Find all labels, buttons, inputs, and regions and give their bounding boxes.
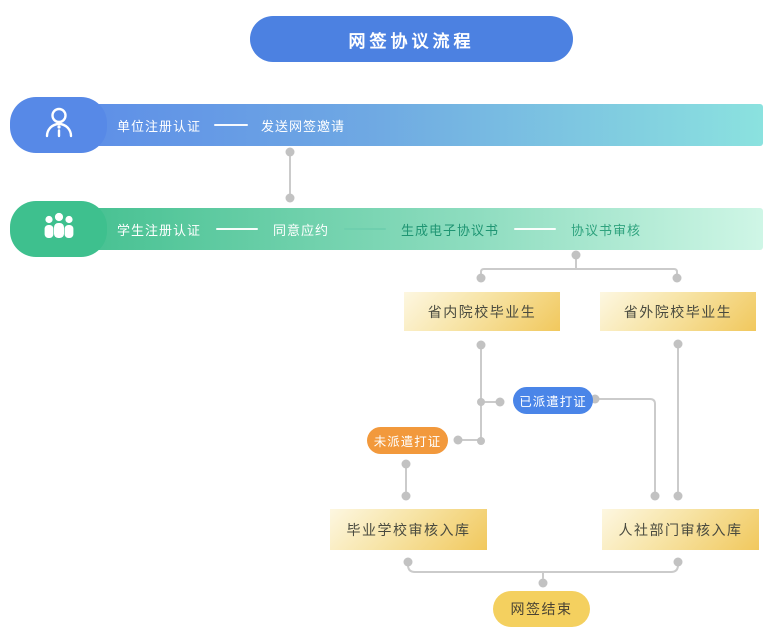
flow-title: 网签协议流程 xyxy=(348,31,475,51)
step-generate-agreement: 生成电子协议书 xyxy=(401,222,500,238)
pill-label: 已派遣打证 xyxy=(519,395,587,409)
node-label: 毕业学校审核入库 xyxy=(346,521,471,538)
step-agreement-review: 协议书审核 xyxy=(571,222,642,238)
step-connector-dash xyxy=(514,228,557,230)
pill-not-dispatched-cert: 未派遣打证 xyxy=(367,427,448,454)
step-accept-offer: 同意应约 xyxy=(273,222,330,238)
step-connector-dash xyxy=(344,228,387,230)
person-icon xyxy=(39,103,79,148)
step-student-register: 学生注册认证 xyxy=(117,222,202,238)
step-unit-register: 单位注册认证 xyxy=(117,118,202,134)
flow-title-pill: 网签协议流程 xyxy=(250,16,573,62)
node-out-province-graduates: 省外院校毕业生 xyxy=(600,292,756,331)
node-label: 网签结束 xyxy=(510,601,573,617)
node-school-review-archive: 毕业学校审核入库 xyxy=(330,509,487,550)
node-label: 省内院校毕业生 xyxy=(427,303,537,320)
pill-dispatched-cert: 已派遣打证 xyxy=(513,387,593,414)
step-send-invite: 发送网签邀请 xyxy=(261,118,346,134)
lane-student-bar: 学生注册认证 同意应约 生成电子协议书 协议书审核 xyxy=(55,208,763,250)
node-label: 人社部门审核入库 xyxy=(618,521,743,538)
node-end: 网签结束 xyxy=(493,591,590,627)
lane-unit-bar: 单位注册认证 发送网签邀请 xyxy=(55,104,763,146)
group-icon xyxy=(37,211,81,248)
lane-student-icon-blob xyxy=(10,201,107,257)
node-hr-review-archive: 人社部门审核入库 xyxy=(602,509,759,550)
node-in-province-graduates: 省内院校毕业生 xyxy=(404,292,560,331)
pill-label: 未派遣打证 xyxy=(373,435,442,449)
step-connector-dash xyxy=(214,124,249,126)
node-label: 省外院校毕业生 xyxy=(623,303,733,320)
step-connector-dash xyxy=(216,228,259,230)
lane-unit-icon-blob xyxy=(10,97,107,153)
